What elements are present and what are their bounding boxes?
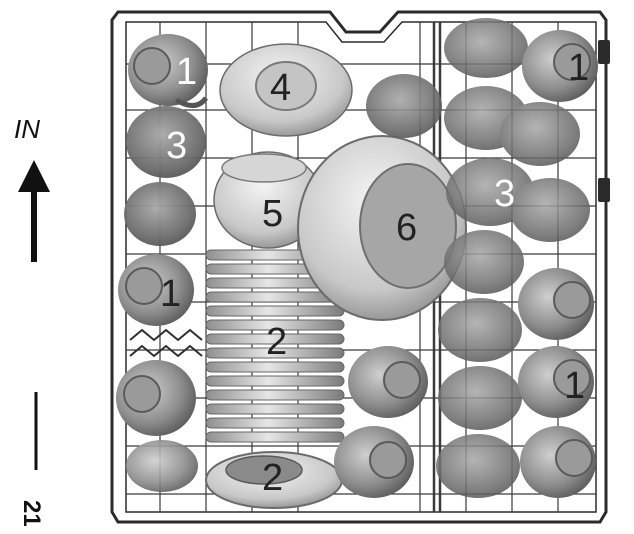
label-plates-stack: 2 [266,321,287,363]
label-dessert-bowl: 5 [262,193,283,235]
page-number: 21 [18,500,45,527]
arrow-shaft [31,190,37,262]
glasses-right-cluster [436,18,590,498]
cup-bottom-right [518,346,594,418]
rack-frame [110,10,608,524]
bowl-top [219,43,353,137]
cup-bottom-left [126,440,198,492]
label-cup-top-left: 1 [176,51,197,93]
direction-label: IN [14,114,40,144]
small-plate [205,451,343,509]
cup-top-right [522,30,598,102]
direction-indicator: IN [14,114,50,262]
cup-lower-left [116,360,196,436]
label-large-bowl: 6 [396,207,417,249]
glass-left-2 [124,182,196,246]
label-glass-right: 3 [494,173,515,215]
label-cup-mid-left: 1 [160,273,181,315]
cup-right-bottom [520,426,596,498]
label-small-plate: 2 [262,457,283,499]
glass-center [366,74,442,138]
label-glass-left: 3 [166,125,187,167]
glass-left-1 [126,106,206,178]
fold-tines-left [129,328,203,358]
cup-top-left [128,34,209,108]
label-cup-top-right: 1 [568,47,589,89]
up-arrow-icon [18,160,50,192]
cup-mid-left [118,254,194,326]
plates-stack [205,249,345,443]
large-bowl [297,135,467,321]
rack-clips-right [598,40,610,202]
dessert-bowl [213,151,323,249]
cup-right-mid [518,268,594,340]
cup-center-lower [348,346,428,418]
cup-center-bottom [334,426,414,498]
label-bowl-top: 4 [270,67,291,109]
label-cup-bottom-right: 1 [564,365,585,407]
